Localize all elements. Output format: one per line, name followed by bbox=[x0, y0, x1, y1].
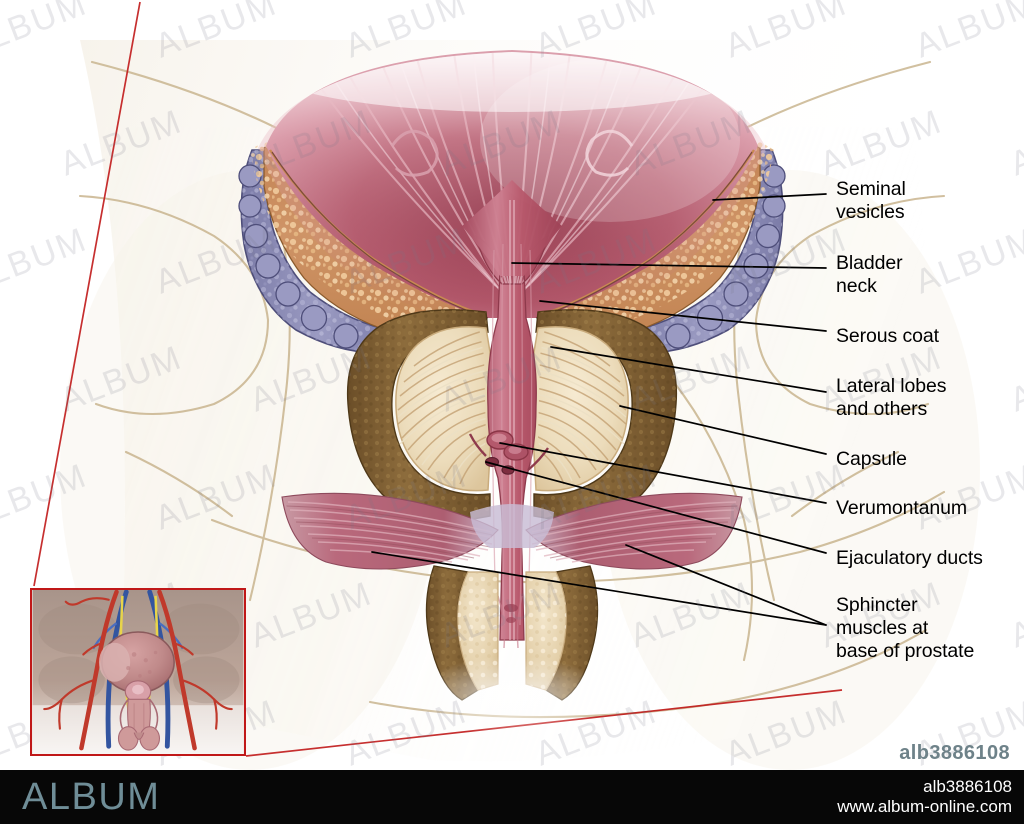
leader-ejaculatory-ducts bbox=[485, 461, 827, 554]
label-ejaculatory-ducts: Ejaculatory ducts bbox=[836, 547, 983, 569]
bulbourethral-base bbox=[416, 565, 608, 736]
label-seminal-vesicles: Seminal vesicles bbox=[836, 178, 906, 223]
leader-sphincter-right bbox=[625, 544, 827, 626]
leader-serous-coat bbox=[539, 300, 827, 332]
urethra-column bbox=[462, 180, 562, 649]
image-id-label: alb3886108 bbox=[899, 742, 1010, 764]
label-sphincter-muscles: Sphincter muscles at base of prostate bbox=[836, 594, 975, 662]
label-bladder-neck: Bladder neck bbox=[836, 252, 903, 297]
album-logo: ALBUM bbox=[22, 776, 161, 818]
label-lateral-lobes: Lateral lobes and others bbox=[836, 375, 947, 420]
label-leader-lines bbox=[371, 193, 827, 626]
footer-credits: alb3886108 www.album-online.com bbox=[837, 777, 1012, 817]
anatomy-drawing bbox=[33, 1, 980, 770]
leader-seminal-vesicles bbox=[712, 193, 827, 201]
footer-website[interactable]: www.album-online.com bbox=[837, 797, 1012, 816]
leader-lateral-lobes bbox=[550, 346, 827, 393]
leader-capsule bbox=[619, 405, 827, 455]
label-serous-coat: Serous coat bbox=[836, 325, 939, 347]
sphincter-muscles bbox=[281, 492, 743, 570]
leader-verumontanum bbox=[499, 442, 827, 504]
label-capsule: Capsule bbox=[836, 448, 907, 470]
footer-image-id: alb3886108 bbox=[923, 777, 1012, 796]
prostate-anatomy-illustration: ALBUMALBUMALBUMALBUMALBUMALBUMALBUMALBUM… bbox=[0, 0, 1024, 770]
leader-bladder-neck bbox=[511, 262, 827, 269]
inset-drawing bbox=[32, 590, 244, 754]
leader-sphincter-left bbox=[371, 551, 827, 626]
footer-bar: ALBUM alb3886108 www.album-online.com bbox=[0, 770, 1024, 824]
label-verumontanum: Verumontanum bbox=[836, 497, 968, 519]
callout-line-upper bbox=[33, 1, 141, 587]
prostate-lateral-lobes bbox=[395, 325, 629, 492]
male-pelvis-overview-thumbnail[interactable] bbox=[30, 588, 246, 756]
